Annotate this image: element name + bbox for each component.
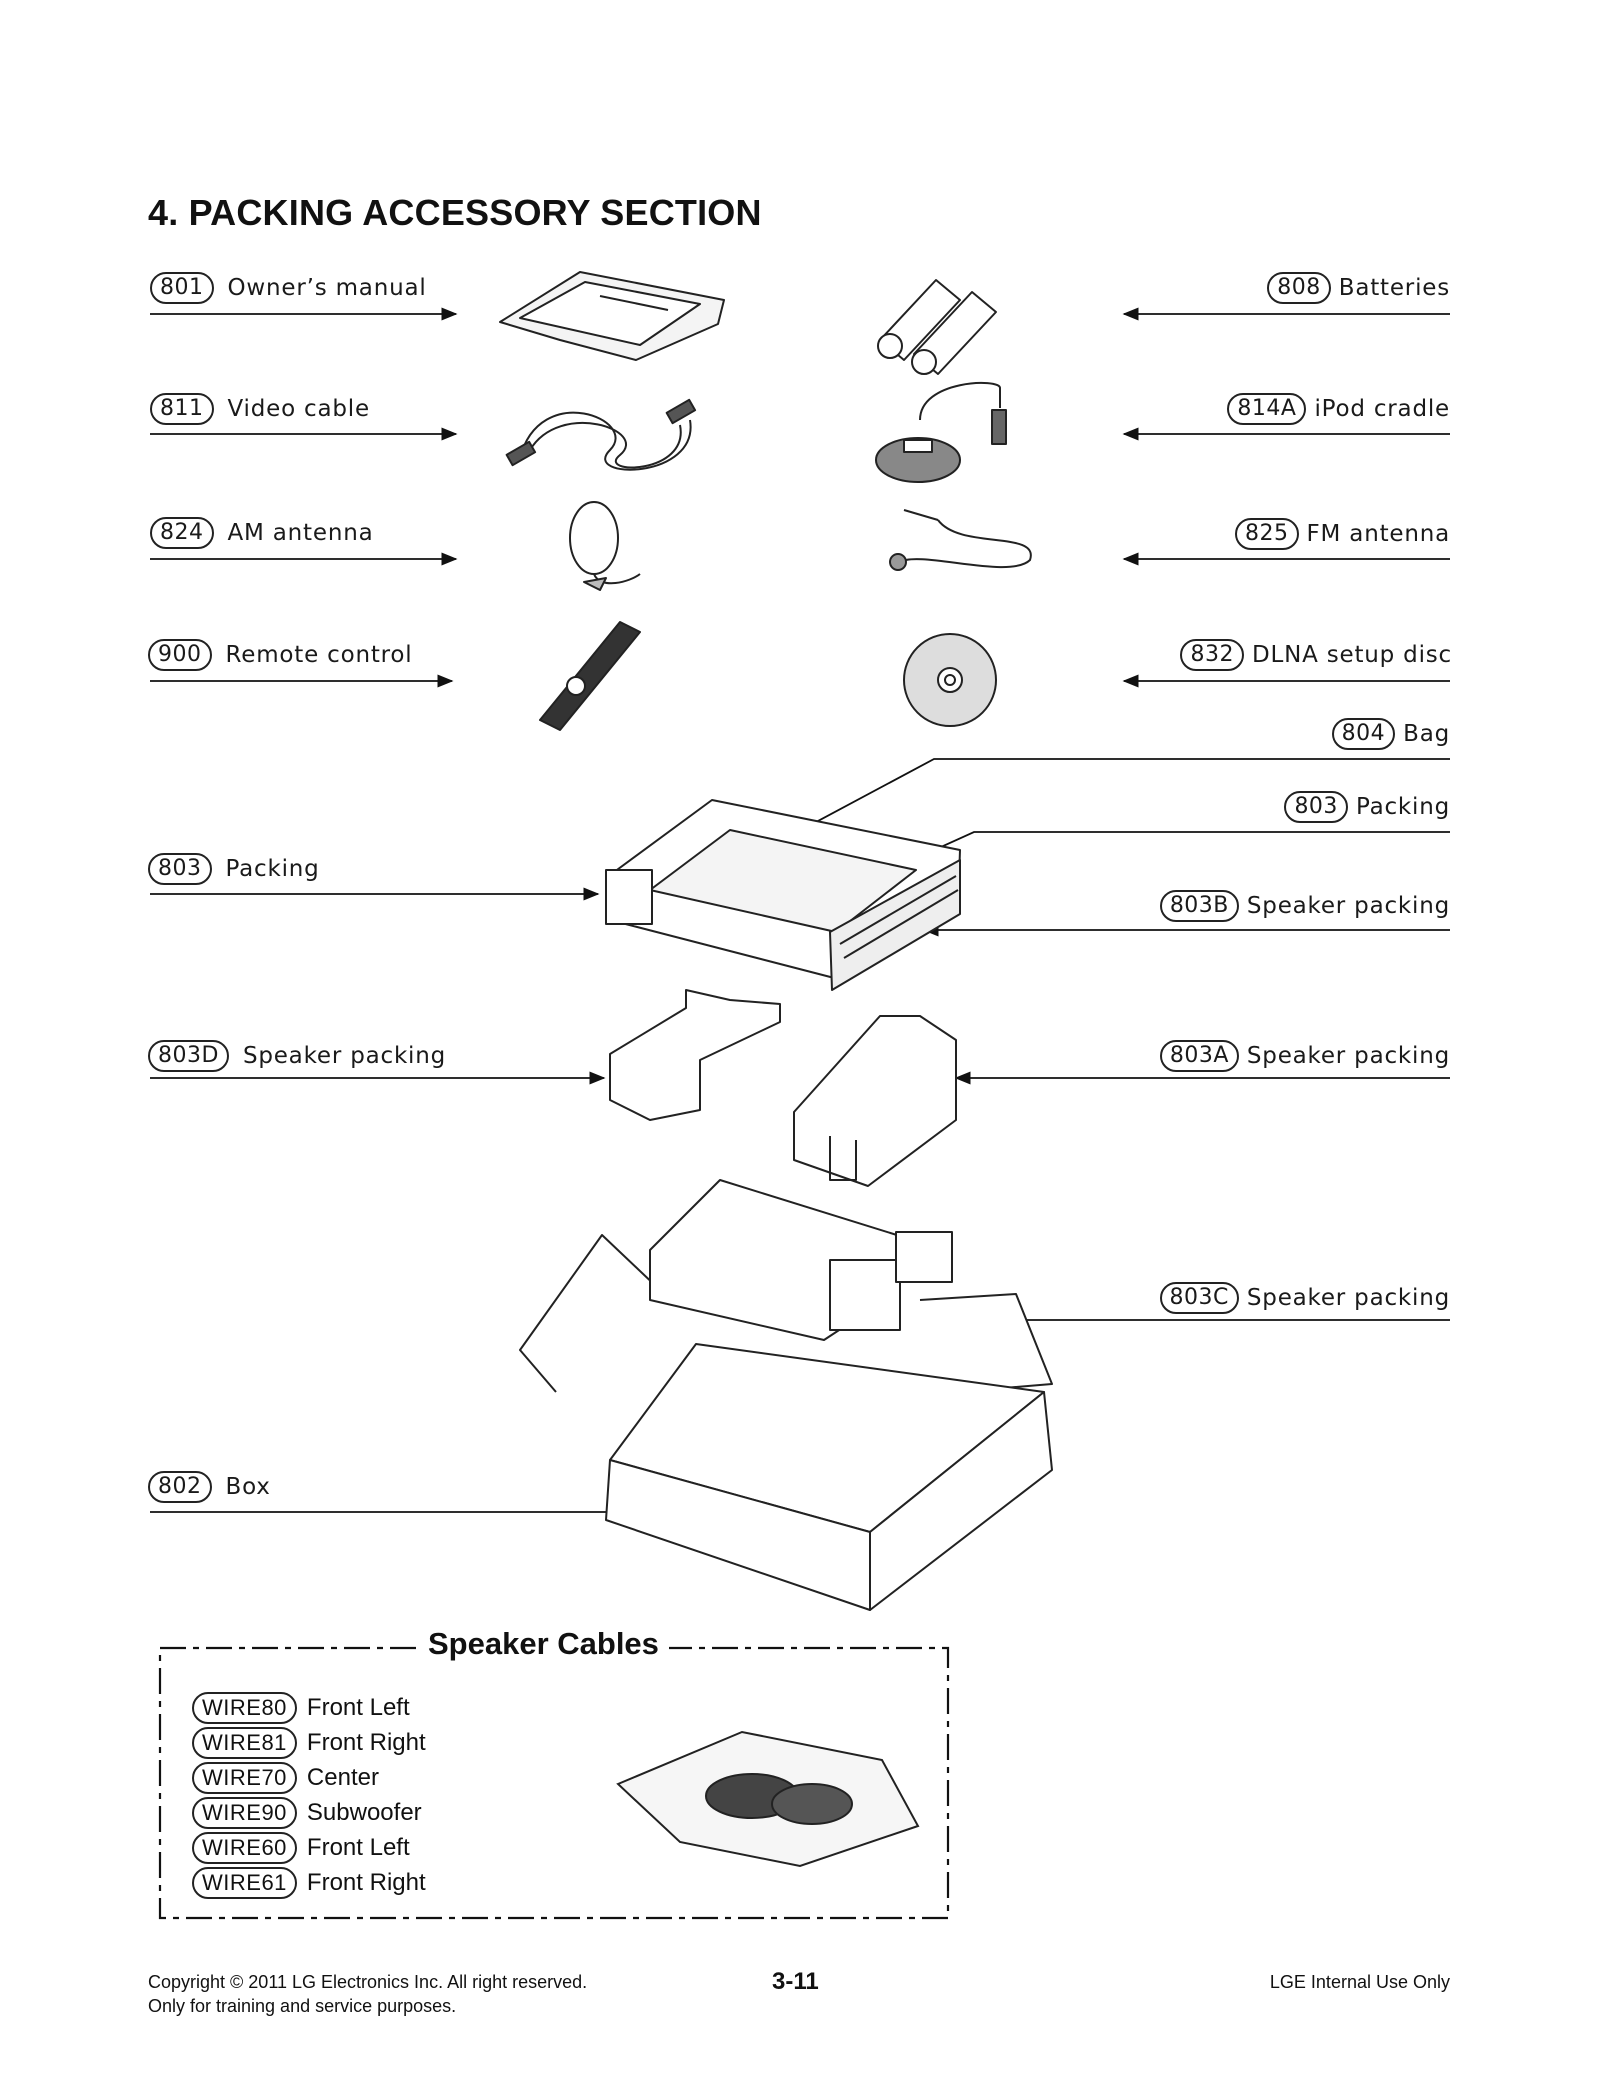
wire-code: WIRE80 — [192, 1692, 297, 1724]
dlna-disc-illustration — [903, 633, 997, 727]
wire-name: Front Right — [306, 1729, 426, 1756]
part-name-803b: Speaker packing — [1246, 893, 1450, 919]
part-label-811: 811 Video cable — [150, 393, 370, 425]
wire-code: WIRE70 — [192, 1762, 297, 1794]
wire-name: Subwoofer — [306, 1799, 422, 1826]
copyright-line-2: Only for training and service purposes. — [148, 1996, 457, 2016]
part-name-832: DLNA setup disc — [1251, 642, 1452, 668]
part-name-803-left: Packing — [225, 856, 320, 882]
batteries-illustration — [877, 279, 997, 375]
part-label-803-right: 803 Packing — [1284, 791, 1450, 823]
owners-manual-illustration — [499, 271, 725, 361]
fm-antenna-illustration — [889, 509, 1032, 571]
part-code-803c: 803C — [1159, 1282, 1239, 1314]
footer-copyright: Copyright © 2011 LG Electronics Inc. All… — [148, 1970, 587, 2018]
speaker-packing-803a-illustration — [793, 1015, 957, 1187]
remote-control-illustration — [539, 621, 641, 731]
speaker-cables-title: Speaker Cables — [418, 1626, 669, 1662]
part-name-802: Box — [225, 1474, 271, 1500]
part-name-811: Video cable — [227, 396, 370, 422]
packing-tray-illustration — [605, 799, 961, 991]
part-name-803c: Speaker packing — [1246, 1285, 1450, 1311]
part-code-803d: 803D — [148, 1040, 229, 1072]
part-label-803d: 803D Speaker packing — [148, 1040, 446, 1072]
part-code-802: 802 — [148, 1471, 212, 1503]
part-code-900: 900 — [148, 639, 212, 671]
part-name-803-right: Packing — [1355, 794, 1450, 820]
part-label-825: 825 FM antenna — [1235, 518, 1450, 550]
part-code-803a: 803A — [1159, 1040, 1239, 1072]
part-label-803c: 803C Speaker packing — [1159, 1282, 1450, 1314]
part-label-808: 808 Batteries — [1267, 272, 1450, 304]
speaker-cables-bag-illustration — [616, 1730, 920, 1868]
part-label-824: 824 AM antenna — [150, 517, 373, 549]
part-code-804: 804 — [1331, 718, 1396, 750]
wire-item: WIRE70 Center — [192, 1762, 379, 1794]
part-code-814a: 814A — [1227, 393, 1307, 425]
part-label-803-left: 803 Packing — [148, 853, 320, 885]
wire-item: WIRE90 Subwoofer — [192, 1797, 422, 1829]
part-name-808: Batteries — [1338, 275, 1450, 301]
part-code-824: 824 — [150, 517, 214, 549]
part-code-803-left: 803 — [148, 853, 212, 885]
part-code-825: 825 — [1235, 518, 1299, 550]
ipod-cradle-illustration — [875, 381, 1007, 483]
wire-code: WIRE61 — [192, 1867, 297, 1899]
footer-internal-use: LGE Internal Use Only — [1269, 1972, 1450, 1992]
speaker-packing-803d-illustration — [609, 989, 781, 1121]
wire-name: Center — [306, 1764, 379, 1791]
part-name-824: AM antenna — [227, 520, 374, 546]
part-name-814a: iPod cradle — [1314, 396, 1450, 422]
part-name-801: Owner’s manual — [227, 275, 427, 301]
wire-code: WIRE81 — [192, 1727, 297, 1759]
wire-name: Front Left — [306, 1834, 410, 1861]
wire-item: WIRE61 Front Right — [192, 1867, 426, 1899]
part-label-814a: 814A iPod cradle — [1227, 393, 1450, 425]
part-name-825: FM antenna — [1306, 521, 1450, 547]
wire-name: Front Right — [306, 1869, 426, 1896]
part-name-804: Bag — [1403, 721, 1450, 747]
part-label-900: 900 Remote control — [148, 639, 412, 671]
wire-item: WIRE60 Front Left — [192, 1832, 410, 1864]
part-code-811: 811 — [150, 393, 214, 425]
part-label-832: 832 DLNA setup disc — [1180, 639, 1452, 671]
part-label-803a: 803A Speaker packing — [1159, 1040, 1450, 1072]
part-label-802: 802 Box — [148, 1471, 271, 1503]
wire-item: WIRE80 Front Left — [192, 1692, 410, 1724]
part-code-801: 801 — [150, 272, 214, 304]
am-antenna-illustration — [569, 501, 641, 591]
part-name-803a: Speaker packing — [1246, 1043, 1450, 1069]
part-code-803-right: 803 — [1284, 791, 1348, 823]
box-illustration — [519, 1179, 1053, 1611]
part-name-900: Remote control — [225, 642, 413, 668]
wire-name: Front Left — [306, 1694, 410, 1721]
part-code-803b: 803B — [1159, 890, 1239, 922]
part-label-801: 801 Owner’s manual — [150, 272, 427, 304]
wire-code: WIRE90 — [192, 1797, 297, 1829]
part-code-832: 832 — [1180, 639, 1244, 671]
video-cable-illustration — [505, 398, 697, 471]
part-label-804: 804 Bag — [1331, 718, 1450, 750]
page-number: 3-11 — [772, 1968, 819, 1995]
copyright-line-1: Copyright © 2011 LG Electronics Inc. All… — [148, 1972, 588, 1992]
wire-code: WIRE60 — [192, 1832, 297, 1864]
part-label-803b: 803B Speaker packing — [1159, 890, 1450, 922]
wire-item: WIRE81 Front Right — [192, 1727, 426, 1759]
part-code-808: 808 — [1267, 272, 1331, 304]
part-name-803d: Speaker packing — [242, 1043, 447, 1069]
page-title: 4. PACKING ACCESSORY SECTION — [148, 192, 762, 233]
